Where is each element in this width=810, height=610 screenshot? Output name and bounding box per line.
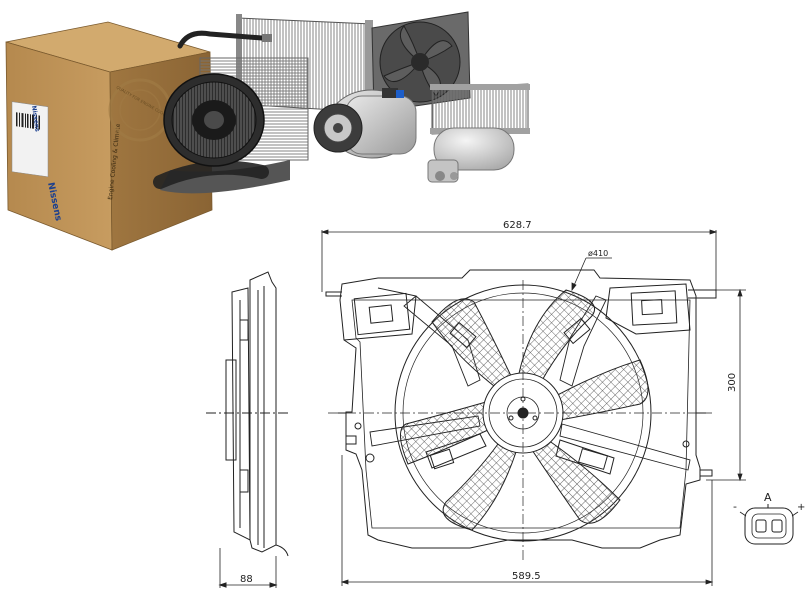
barcode <box>16 112 40 130</box>
dim-fan-diameter: ø410 <box>588 249 608 258</box>
dimension-bottom <box>340 455 714 586</box>
ac-compressor-part <box>313 88 417 159</box>
dim-depth-side: 88 <box>240 574 253 585</box>
dimension-right <box>698 288 746 482</box>
connector-detail <box>739 504 799 545</box>
dimension-diameter-leader <box>571 257 612 292</box>
fan <box>328 280 712 560</box>
box-brand-label: Nissens <box>30 105 41 132</box>
connector-plus: + <box>797 502 805 513</box>
dimension-labels: 628.7 ø410 300 589.5 88 A - + <box>240 220 805 585</box>
right-connector-plate <box>630 290 678 326</box>
technical-drawing <box>206 229 799 588</box>
heater-core-part <box>430 83 530 135</box>
connector-body <box>744 507 794 545</box>
shroud-frame <box>339 269 701 549</box>
connector-label-a: A <box>764 491 772 504</box>
blower-motor-part <box>153 57 309 194</box>
left-connector-plate <box>353 292 411 336</box>
dim-width-top: 628.7 <box>503 220 532 231</box>
product-collage: Nissens Nissens Engine Cooling & Climate… <box>5 11 530 251</box>
fan-blades <box>400 289 649 531</box>
receiver-drier-part <box>427 127 515 183</box>
side-view <box>206 271 290 588</box>
dimension-top <box>320 229 718 292</box>
connector-minus: - <box>733 500 737 513</box>
dim-height-right: 300 <box>727 373 738 392</box>
dim-width-bottom: 589.5 <box>512 571 541 582</box>
